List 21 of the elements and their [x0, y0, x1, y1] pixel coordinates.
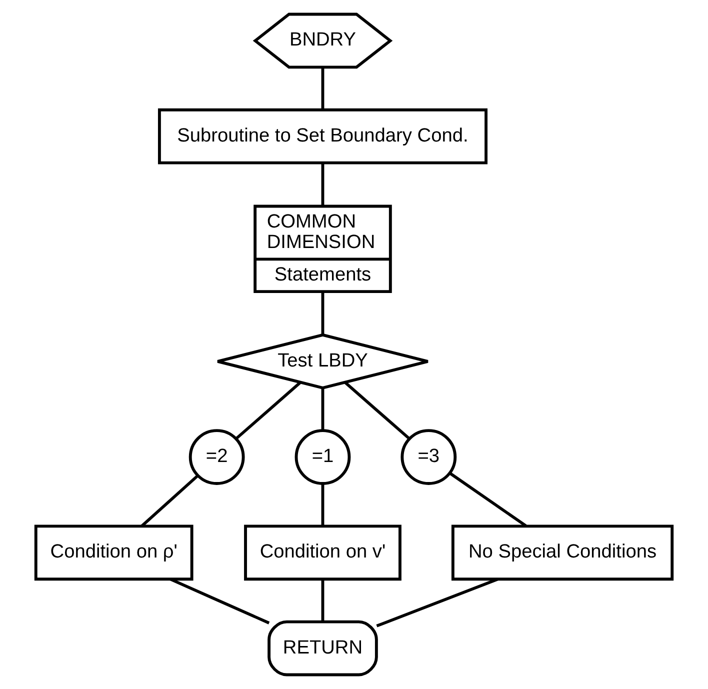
node-box: No Special Conditions	[451, 524, 674, 581]
connector	[321, 388, 324, 430]
connector	[235, 381, 302, 440]
connector	[321, 484, 324, 526]
connector	[321, 579, 324, 622]
node-box: Subroutine to Set Boundary Cond.	[158, 108, 488, 164]
node-box: Condition on ρ'	[34, 524, 194, 581]
connector	[321, 163, 324, 206]
connector	[140, 474, 198, 528]
connector	[376, 578, 498, 628]
node-circle: =1	[294, 429, 351, 485]
node-circle: =2	[188, 429, 245, 485]
node-circle: =3	[400, 429, 457, 485]
connector	[449, 472, 527, 528]
node-diamond: Test LBDY	[216, 333, 430, 390]
connector	[321, 68, 324, 110]
connector	[170, 578, 270, 624]
connector	[344, 381, 410, 440]
node-box: Condition on v'	[244, 524, 402, 581]
connector	[321, 292, 324, 334]
node-box: RETURN	[268, 620, 378, 676]
